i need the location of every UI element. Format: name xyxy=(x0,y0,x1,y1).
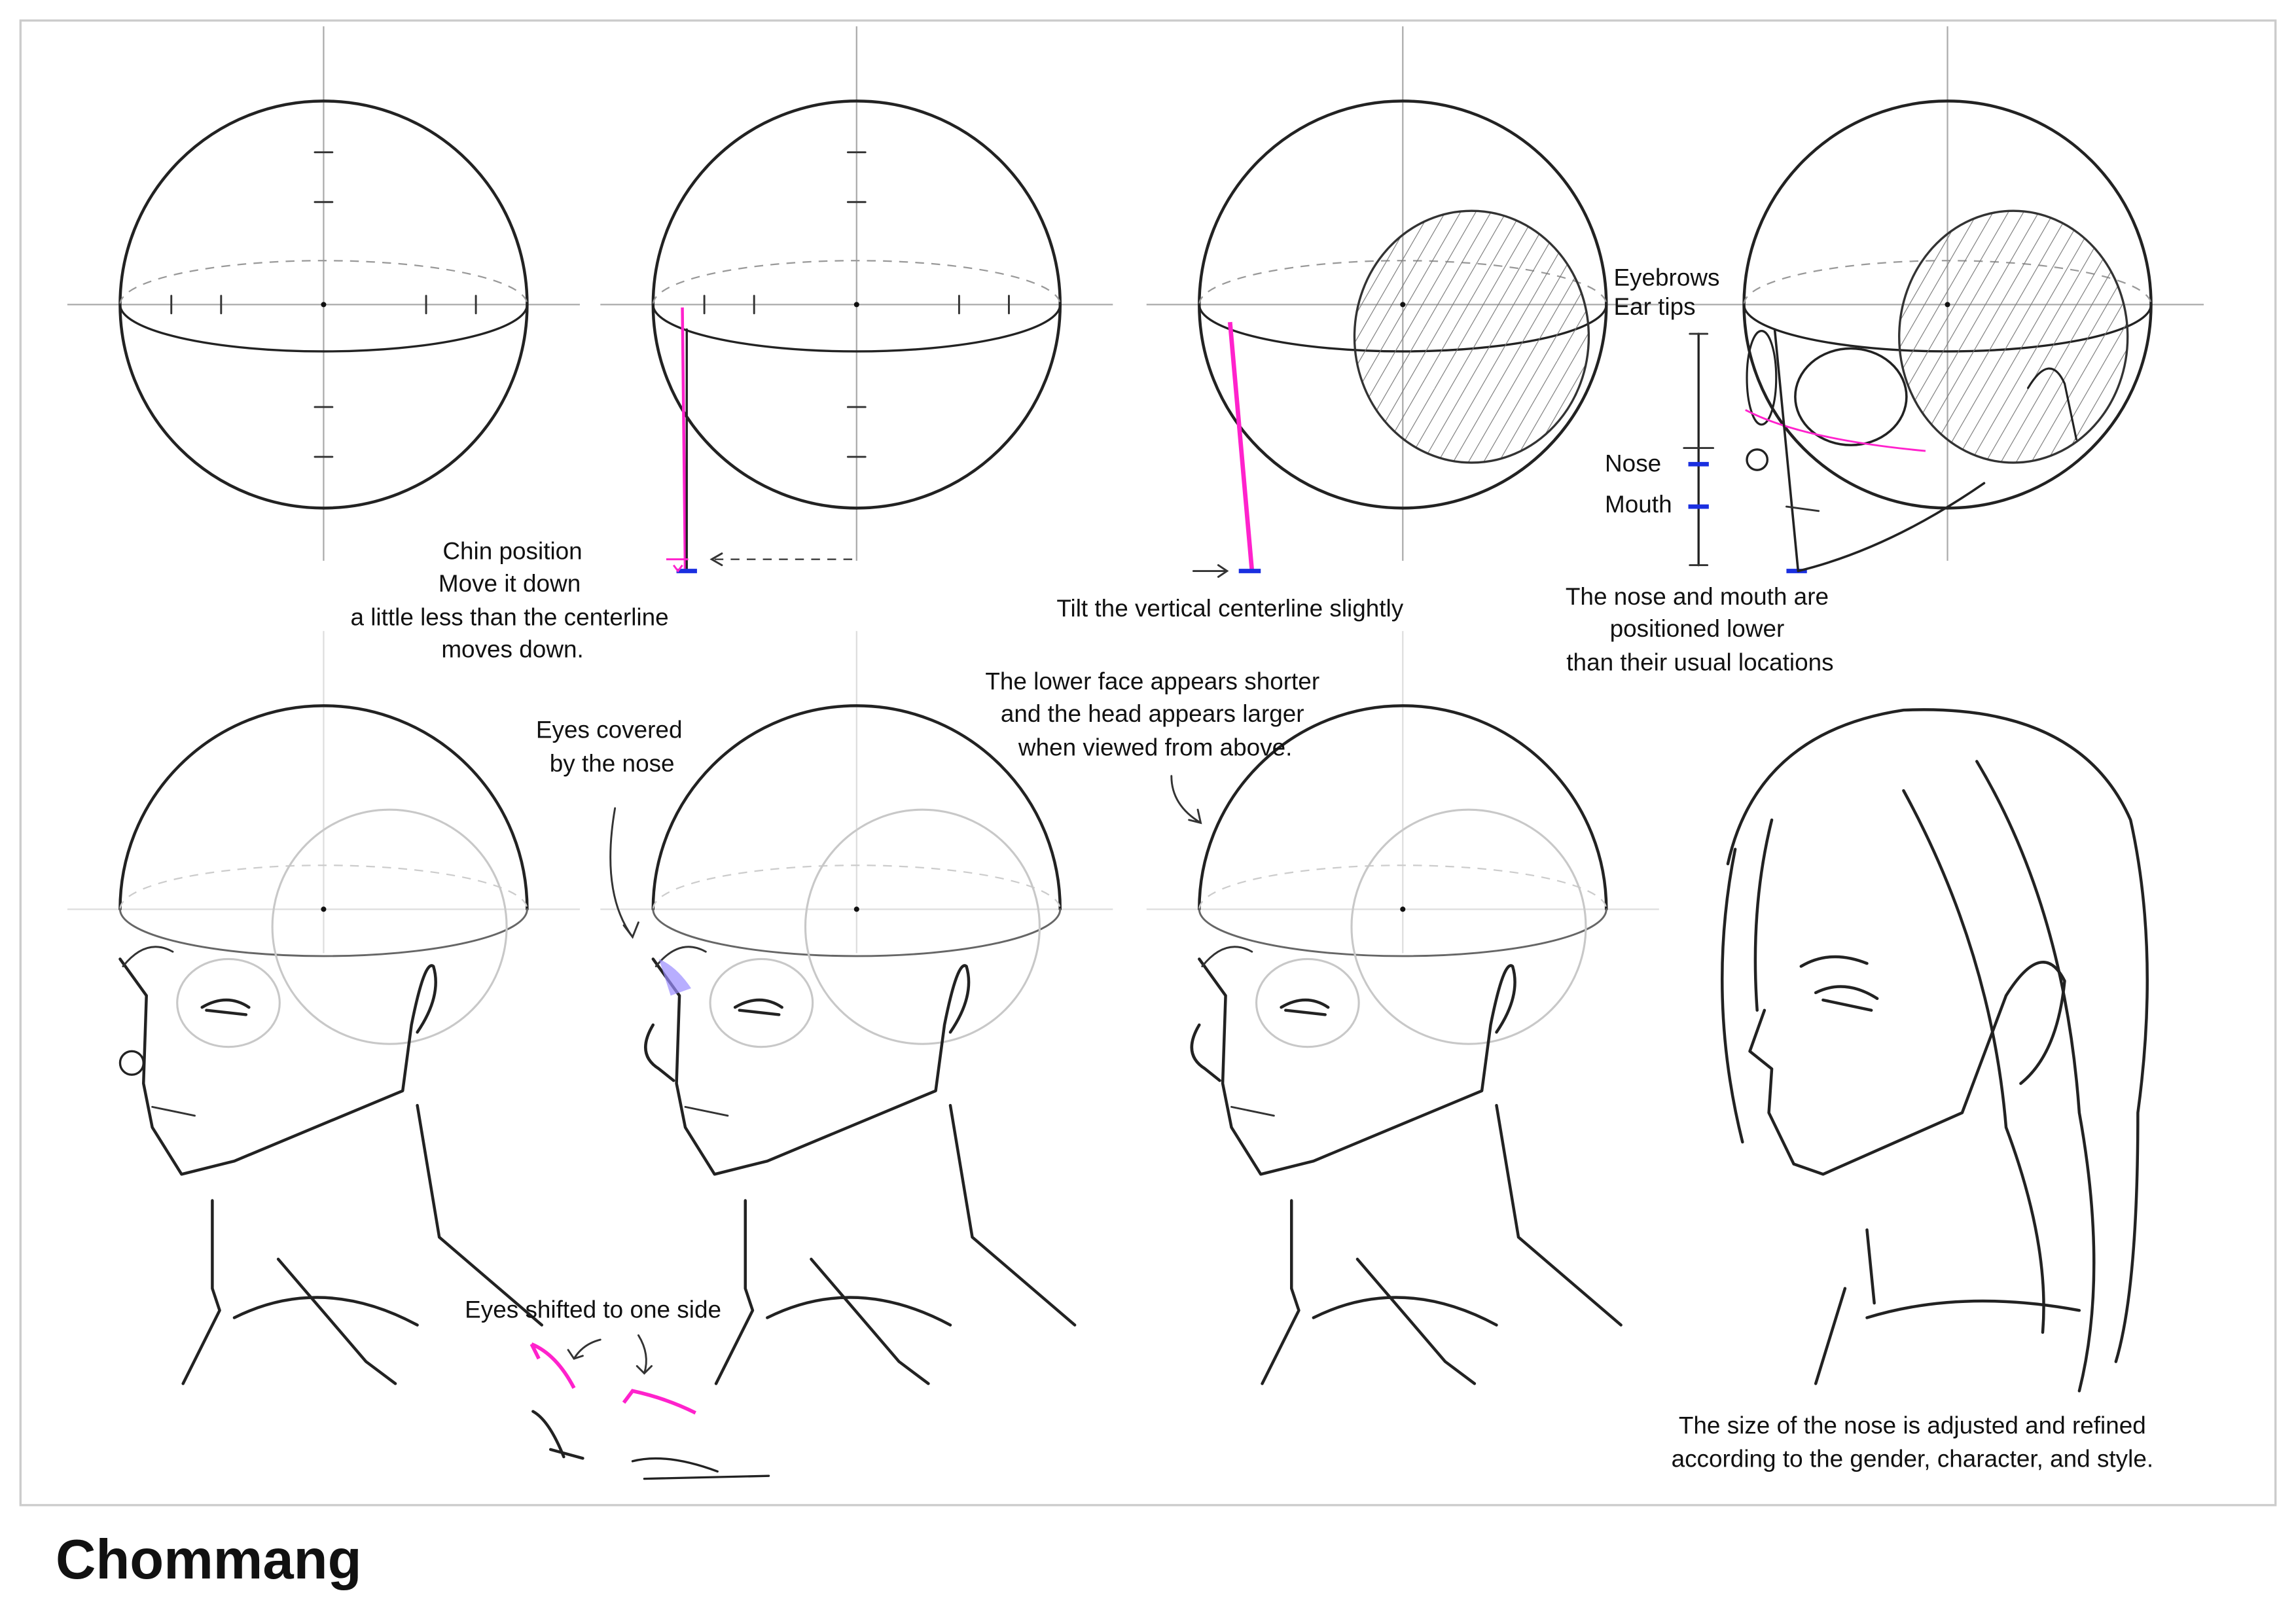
refined-face-outline xyxy=(1748,961,2066,1176)
side-plane-guide xyxy=(1350,808,1587,1045)
face-outline xyxy=(118,957,437,1176)
bottom-row-heads xyxy=(67,631,1659,1048)
center-point xyxy=(853,906,859,912)
nose-size-line-2: according to the gender, character, and … xyxy=(1672,1446,2154,1472)
neck-shoulders xyxy=(1261,1103,1623,1385)
mouth xyxy=(151,1105,196,1117)
nose-size-line-1: The size of the nose is adjusted and ref… xyxy=(1679,1412,2146,1438)
eyebrow xyxy=(1201,946,1253,968)
annotation-from-above: The lower face appears shorter and the h… xyxy=(985,668,1319,761)
nose-mouth-line-1: The nose and mouth are xyxy=(1566,583,1829,610)
face-sketches xyxy=(118,708,2149,1393)
hair-strands xyxy=(1721,708,2149,1393)
center-point xyxy=(321,906,327,912)
equator-back xyxy=(652,865,1061,910)
annotation-chin: Chin position Move it down a little less… xyxy=(350,538,668,663)
cranium-arc xyxy=(1198,704,1608,911)
nose-position-circle xyxy=(118,1050,145,1076)
chin-label-line-4: moves down. xyxy=(441,636,583,663)
eyebrow xyxy=(122,946,174,968)
nose xyxy=(1190,1023,1221,1082)
top-row-spheres xyxy=(67,26,2204,561)
tilt-label: Tilt the vertical centerline slightly xyxy=(1056,595,1403,622)
equator-back xyxy=(119,260,528,305)
ear-tips-label: Ear tips xyxy=(1613,293,1695,320)
neck-shoulders xyxy=(181,1103,544,1385)
from-above-line-2: and the head appears larger xyxy=(1001,700,1304,727)
side-plane-guide xyxy=(804,808,1041,1045)
neck-shoulders xyxy=(714,1103,1077,1385)
from-above-line-3: when viewed from above. xyxy=(1018,734,1293,760)
eyes-covered-line-1: Eyes covered xyxy=(536,717,683,743)
sheet-frame xyxy=(19,19,2277,1507)
eyes-covered-line-2: by the nose xyxy=(550,750,675,777)
eye xyxy=(733,998,783,1016)
nose-mouth-line-2: positioned lower xyxy=(1610,615,1785,642)
refined-neck xyxy=(1814,1228,2081,1385)
equator-back xyxy=(652,260,1061,305)
equator-front xyxy=(652,303,1062,353)
refined-eye xyxy=(1799,955,1879,1012)
eye xyxy=(200,998,251,1016)
mouth xyxy=(684,1105,729,1117)
author-name: Chommang xyxy=(56,1529,362,1591)
eye-socket-guide xyxy=(709,957,814,1048)
center-point xyxy=(1400,906,1406,912)
cranium-arc xyxy=(118,704,529,911)
nose xyxy=(644,1023,675,1082)
eye-socket-guide xyxy=(176,957,281,1048)
side-plane-guide xyxy=(271,808,508,1045)
cranium-arc xyxy=(651,704,1062,911)
face-outline xyxy=(1198,957,1516,1176)
center-point xyxy=(321,302,327,308)
feature-placement xyxy=(1683,209,2129,573)
eyebrows-label: Eyebrows xyxy=(1613,264,1719,291)
face-outline xyxy=(651,957,971,1176)
equator-back xyxy=(119,865,528,910)
eye-socket-guide xyxy=(1255,957,1360,1048)
center-point xyxy=(853,302,859,308)
mouth xyxy=(1230,1105,1275,1117)
chin-label-line-3: a little less than the centerline xyxy=(350,603,668,630)
mouth-label: Mouth xyxy=(1605,491,1672,518)
equator-front xyxy=(118,908,528,957)
eye-sketch-examples xyxy=(529,775,1202,1480)
equator-back xyxy=(1198,865,1607,910)
from-above-line-1: The lower face appears shorter xyxy=(985,668,1319,695)
equator-front xyxy=(118,303,529,353)
equator-front xyxy=(652,908,1062,957)
tilted-centerline xyxy=(1192,209,1590,578)
chin-label-line-2: Move it down xyxy=(439,570,581,597)
chin-guide xyxy=(666,307,859,573)
nose-mouth-line-3: than their usual locations xyxy=(1566,649,1833,676)
side-plane-hatched xyxy=(1353,209,1590,464)
nose-label: Nose xyxy=(1605,450,1661,476)
equator-front xyxy=(1198,908,1607,957)
eyes-shifted-label: Eyes shifted to one side xyxy=(465,1296,721,1323)
chin-label-line-1: Chin position xyxy=(442,538,582,565)
eye xyxy=(1280,998,1330,1016)
annotation-nose-mouth-lower: The nose and mouth are positioned lower … xyxy=(1566,583,1834,676)
